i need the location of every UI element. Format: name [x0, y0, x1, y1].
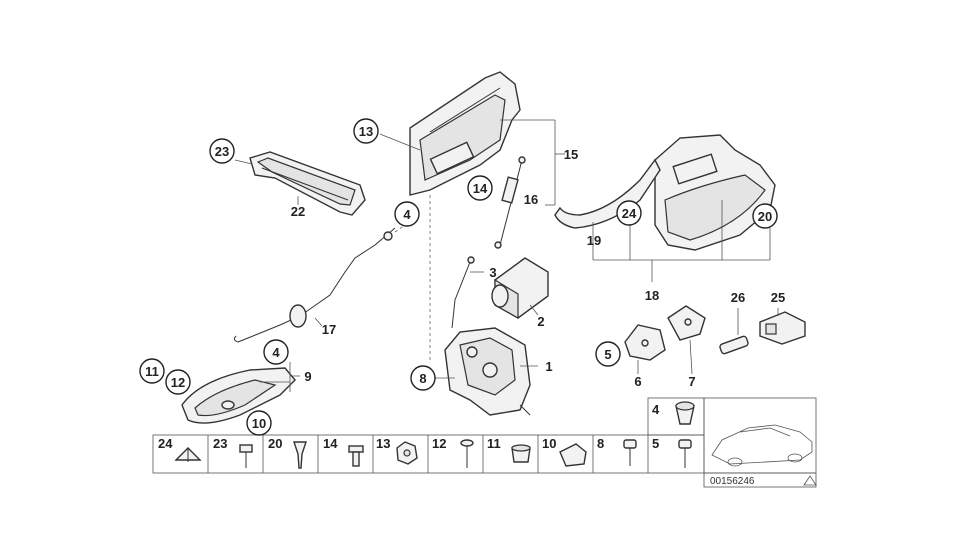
svg-text:20: 20 [758, 209, 772, 224]
svg-text:5: 5 [604, 347, 611, 362]
svg-text:4: 4 [403, 207, 411, 222]
callout-4-left[interactable]: 4 [263, 339, 289, 365]
clip-icon-11[interactable] [511, 444, 531, 463]
outer-handle-part-20[interactable] [654, 134, 776, 251]
callout-14[interactable]: 14 [467, 175, 493, 201]
screw-icon-12[interactable] [460, 439, 474, 468]
hw-num-14: 14 [323, 436, 338, 451]
svg-text:23: 23 [215, 144, 229, 159]
label-9: 9 [304, 369, 311, 384]
hw-num-23: 23 [213, 436, 227, 451]
label-3: 3 [489, 265, 496, 280]
hw-num-11: 11 [487, 436, 501, 451]
pin-icon-20[interactable] [293, 441, 307, 469]
car-silhouette-icon [711, 424, 813, 467]
rod-part-3[interactable] [451, 256, 475, 329]
hw-num-12: 12 [432, 436, 446, 451]
callout-13[interactable]: 13 [353, 118, 379, 144]
handle-trim-part-19[interactable] [554, 158, 661, 229]
callout-8[interactable]: 8 [410, 365, 436, 391]
label-22: 22 [291, 204, 305, 219]
label-16: 16 [524, 192, 538, 207]
inner-handle-part-10[interactable] [181, 367, 296, 424]
nut-icon-13[interactable] [396, 441, 418, 465]
svg-text:4: 4 [272, 345, 280, 360]
svg-text:10: 10 [252, 416, 266, 431]
label-1: 1 [545, 359, 552, 374]
label-18: 18 [645, 288, 659, 303]
label-25: 25 [771, 290, 785, 305]
warning-icon [803, 475, 817, 486]
bolt-icon-14[interactable] [348, 445, 364, 467]
screw-icon-23[interactable] [239, 444, 253, 468]
label-19: 19 [587, 233, 601, 248]
callout-10[interactable]: 10 [246, 410, 272, 436]
callout-20[interactable]: 20 [752, 203, 778, 229]
hw-num-20: 20 [268, 436, 282, 451]
label-15: 15 [564, 147, 578, 162]
hw-num-13: 13 [376, 436, 390, 451]
clip-icon-24[interactable] [174, 447, 202, 462]
hinge-part-7[interactable] [667, 305, 706, 341]
label-26: 26 [731, 290, 745, 305]
lock-cylinder-part-2[interactable] [491, 257, 549, 320]
clip-icon-10[interactable] [559, 443, 587, 467]
hw-num-5: 5 [652, 436, 659, 451]
label-6: 6 [634, 374, 641, 389]
svg-text:24: 24 [622, 206, 637, 221]
bulb-part-26[interactable] [719, 335, 749, 355]
frame-part-15[interactable] [409, 71, 521, 196]
callout-4-top[interactable]: 4 [394, 201, 420, 227]
cable-part-17[interactable] [233, 227, 396, 343]
label-7: 7 [688, 374, 695, 389]
hw-num-10: 10 [542, 436, 556, 451]
hinge-part-6[interactable] [624, 324, 666, 361]
hw-num-24: 24 [158, 436, 173, 451]
svg-text:11: 11 [145, 364, 159, 379]
lock-mechanism-part-1[interactable] [444, 327, 531, 416]
callout-11[interactable]: 11 [139, 358, 165, 384]
hw-num-8: 8 [597, 436, 604, 451]
svg-text:8: 8 [419, 371, 426, 386]
screw-icon-5[interactable] [678, 439, 692, 468]
rod-part-16[interactable] [494, 156, 526, 249]
grommet-icon-4[interactable] [675, 401, 695, 425]
svg-text:12: 12 [171, 375, 185, 390]
screw-icon-8[interactable] [623, 439, 637, 466]
callout-24[interactable]: 24 [616, 200, 642, 226]
bracket-part-22[interactable] [249, 151, 366, 216]
callout-23[interactable]: 23 [209, 138, 235, 164]
image-code: 00156246 [710, 476, 755, 487]
hw-num-4: 4 [652, 402, 660, 417]
callout-5[interactable]: 5 [595, 341, 621, 367]
svg-text:14: 14 [473, 181, 488, 196]
callout-12[interactable]: 12 [165, 369, 191, 395]
label-17: 17 [322, 322, 336, 337]
svg-text:13: 13 [359, 124, 373, 139]
label-2: 2 [537, 314, 544, 329]
socket-part-25[interactable] [759, 311, 806, 345]
